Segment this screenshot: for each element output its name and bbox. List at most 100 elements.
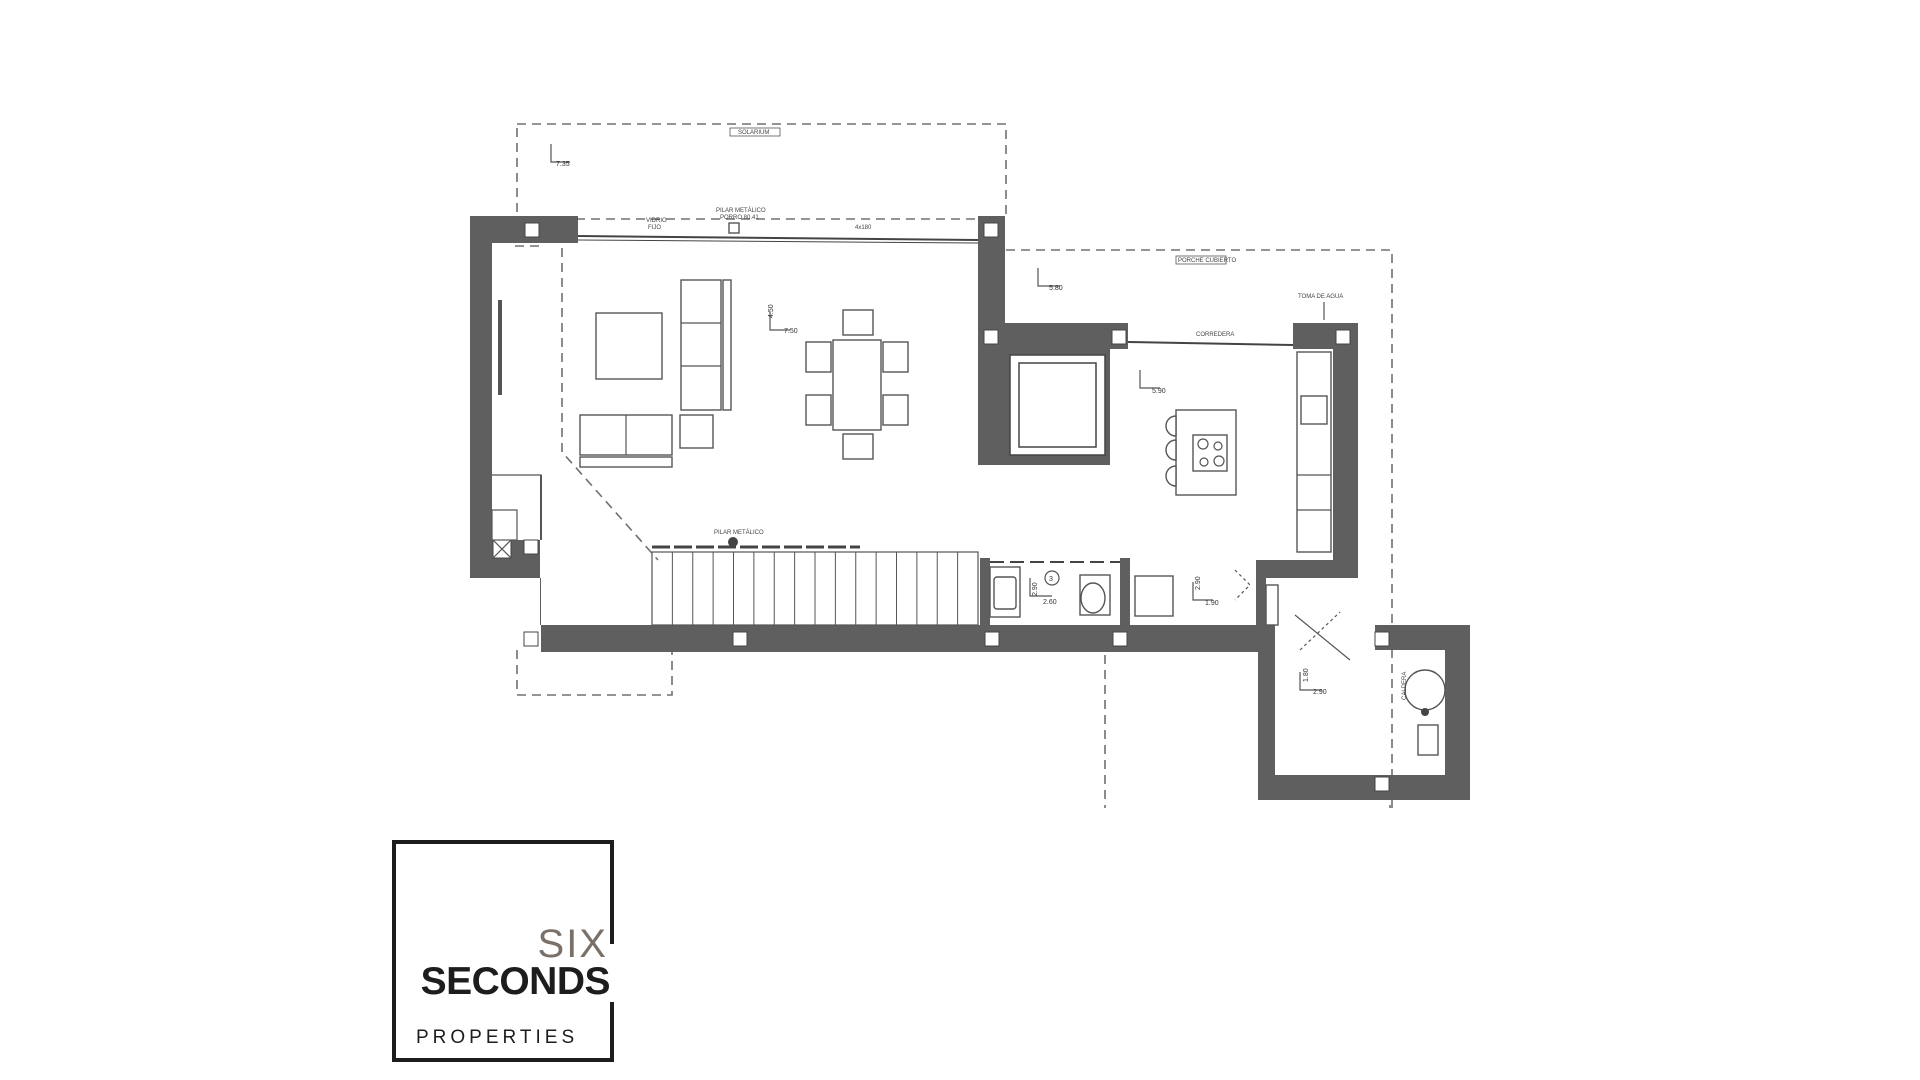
- level-hall-h: 2.90: [1195, 576, 1202, 590]
- level-marker: [1299, 672, 1322, 691]
- column: [1335, 329, 1351, 345]
- top-glazing-inner: [577, 239, 979, 244]
- logo-properties-text: PROPERTIES: [416, 1027, 579, 1048]
- pillar-mid-label: PILAR METÁLICO: [714, 529, 764, 536]
- terrace-right-label: PORCHE CUBIERTO: [1178, 258, 1236, 264]
- sofa-back: [722, 279, 732, 411]
- hall-partition: [1120, 558, 1130, 625]
- level-marker: [1029, 578, 1052, 597]
- level-marker: [1037, 268, 1060, 287]
- closet-outline: [492, 474, 542, 540]
- kitchen-glazing: [1127, 341, 1294, 346]
- living-furniture: [579, 279, 909, 468]
- bottom-wall: [987, 625, 1275, 652]
- coffee-table: [595, 312, 663, 380]
- hall-partition-2: [1256, 570, 1266, 625]
- column: [983, 329, 999, 345]
- dining-chair: [842, 309, 874, 336]
- pillar-top-sub: PORRO 80.41: [720, 215, 759, 221]
- level-top-terrace: 7.35: [556, 161, 570, 168]
- hall-door-leaf: [1265, 584, 1279, 626]
- top-glazing: [577, 235, 979, 241]
- boiler-label: CALDERA: [1402, 672, 1408, 700]
- metal-pillar-marker: [728, 222, 740, 234]
- closet-box: [491, 509, 518, 541]
- sofa-right: [680, 279, 722, 411]
- burner: [1197, 438, 1209, 450]
- dining-chair: [882, 341, 909, 373]
- water-intake-label: TOMA DE AGUA: [1298, 294, 1343, 300]
- top-width-label: 4x180: [855, 225, 872, 231]
- logo-six-text: SIX: [537, 922, 608, 966]
- burner: [1199, 457, 1209, 467]
- dining-chair: [805, 394, 832, 426]
- upper-terrace-outline: [516, 123, 1007, 220]
- level-bath-h: 2.90: [1032, 582, 1039, 596]
- bar-stool: [1165, 439, 1177, 461]
- water-tank: [1404, 669, 1446, 711]
- column: [983, 222, 999, 238]
- metal-pillar-circle: [728, 537, 738, 547]
- annotations: SOLARIUM PORCHE CUBIERTO PILAR METÁLICO …: [550, 127, 1408, 700]
- level-bath: 2.60: [1043, 599, 1057, 606]
- boiler: [1417, 724, 1439, 756]
- column: [1111, 329, 1127, 345]
- kitchen: [1165, 351, 1332, 553]
- burner: [1213, 455, 1225, 467]
- brand-logo: SIX SECONDS PROPERTIES: [392, 840, 616, 1062]
- pillar-top-label: PILAR METÁLICO: [716, 207, 766, 214]
- terrace-top-tag: [729, 127, 781, 137]
- logo-seconds-text: SECONDS: [420, 960, 611, 1003]
- utility-door: [1294, 614, 1351, 661]
- living-void-outline: [561, 248, 659, 561]
- porch-outline: [1006, 249, 1393, 625]
- level-kitchen: 5.90: [1152, 388, 1166, 395]
- level-living-h: 4.50: [768, 304, 775, 318]
- bath-number: 3: [1049, 576, 1053, 583]
- level-living: 7.50: [784, 328, 798, 335]
- level-utility-h: 1.80: [1303, 668, 1310, 682]
- level-marker: [769, 312, 790, 331]
- glazing-sub: FIJO: [648, 225, 661, 231]
- terrace-top-label: SOLARIUM: [738, 130, 769, 136]
- dining-chair: [882, 394, 909, 426]
- staircase: [651, 537, 979, 626]
- column: [1374, 776, 1390, 792]
- level-marker: [1192, 582, 1213, 601]
- bath-basin: [993, 576, 1017, 610]
- level-hall: 1.90: [1205, 600, 1219, 607]
- level-marker: [1139, 370, 1160, 389]
- lower-rooms: 3: [989, 561, 1446, 756]
- bar-stool: [1165, 415, 1177, 437]
- bath-number-circle: [1044, 570, 1060, 586]
- level-marker: [550, 144, 570, 163]
- logo-frame-gap: [606, 944, 616, 1002]
- dining-chair: [805, 341, 832, 373]
- terrace-right-tag: [1175, 255, 1227, 265]
- boiler-marker: [1421, 708, 1429, 716]
- door-swing: [1234, 569, 1251, 601]
- column: [1112, 631, 1128, 647]
- column: [984, 631, 1000, 647]
- dining-table: [832, 339, 882, 431]
- kitchen-window-label: CORREDERA: [1196, 332, 1234, 338]
- structural-columns: [492, 222, 1390, 792]
- column: [1374, 631, 1390, 647]
- utility-room-wall-u: [1258, 625, 1470, 800]
- sink: [1300, 395, 1328, 425]
- sofa-bottom-back: [579, 456, 673, 468]
- level-porch: 5.80: [1049, 285, 1063, 292]
- column-cross: [492, 539, 512, 559]
- stair-treads: [671, 552, 959, 625]
- glazing: [491, 222, 1294, 541]
- patio-inner: [1018, 362, 1097, 448]
- washing-machine: [1134, 575, 1174, 617]
- column: [524, 222, 540, 238]
- right-wall: [1256, 323, 1358, 578]
- glazing-label: VIDRIO: [646, 218, 667, 224]
- lower-right-wall-stub: [1258, 625, 1275, 648]
- level-utility: 2.90: [1313, 689, 1327, 696]
- patio-block: [1005, 349, 1110, 465]
